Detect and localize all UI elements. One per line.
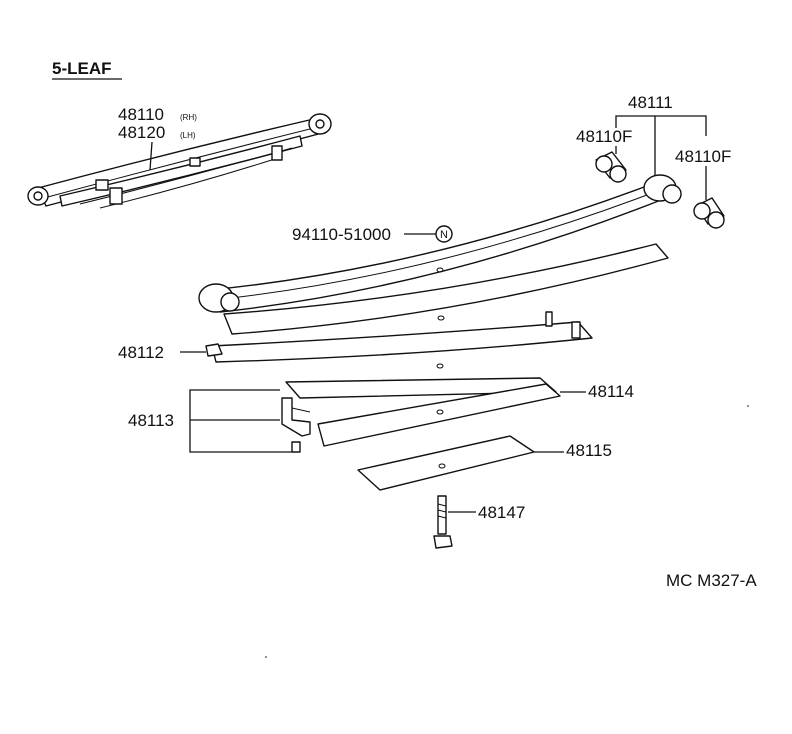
diagram-title: 5-LEAF — [52, 59, 112, 78]
callout-48111: 48111 — [628, 93, 673, 112]
callout-48147: 48147 — [478, 503, 525, 522]
bracket-48113 — [189, 389, 292, 453]
bracket-48111 — [615, 115, 707, 136]
leaf-48112 — [205, 311, 593, 369]
bushing-left — [595, 151, 627, 183]
callout-94110-51000: 94110-51000 — [292, 225, 391, 244]
callout-48113: 48113 — [128, 411, 174, 430]
main-leaf-48111 — [198, 174, 682, 313]
n-symbol-label: N — [440, 229, 448, 241]
reference-code: MC M327-A — [666, 571, 757, 590]
callout-48114: 48114 — [588, 382, 634, 401]
callout-48120-lh: (LH) — [180, 131, 196, 140]
callout-48110: 48110 — [118, 105, 164, 124]
clip-48113 — [281, 397, 311, 453]
leader-48110 — [149, 141, 153, 171]
second-leaf — [223, 243, 669, 335]
callout-48110f-right: 48110F — [675, 147, 731, 166]
assembled-leaf-spring — [27, 113, 332, 209]
new-part-symbol — [435, 225, 453, 243]
callout-48112: 48112 — [118, 343, 164, 362]
center-bolt-48147 — [433, 495, 453, 549]
callout-48110-rh: (RH) — [180, 113, 197, 122]
leaf-48114 — [285, 377, 561, 447]
callout-48110f-left: 48110F — [576, 127, 632, 146]
callout-48115: 48115 — [566, 441, 612, 460]
callout-48120: 48120 — [118, 123, 165, 142]
leaf-48115 — [357, 435, 535, 491]
bushing-right — [693, 197, 725, 229]
